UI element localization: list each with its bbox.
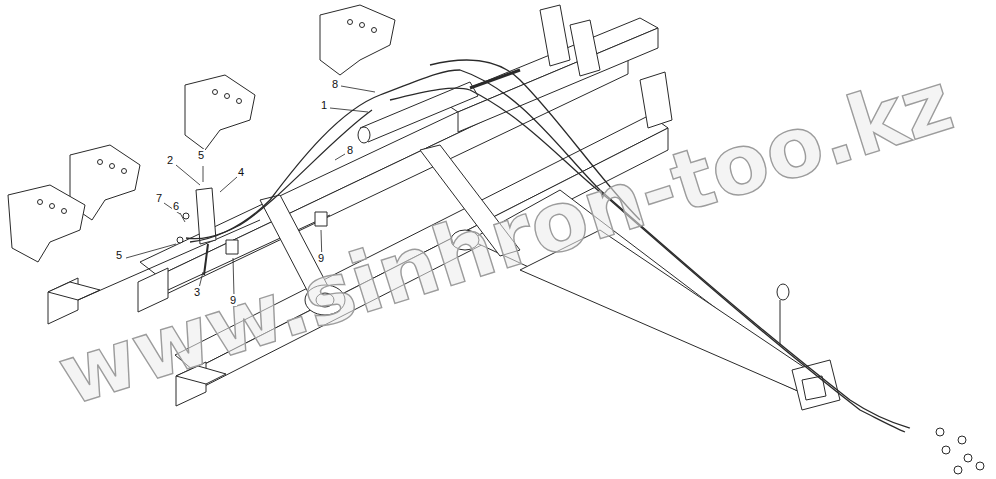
- callout-number: 2: [166, 154, 174, 166]
- callout-number: 8: [331, 78, 339, 90]
- callout-number: 3: [193, 286, 201, 298]
- callout-number: 8: [346, 144, 354, 156]
- callout-number: 7: [155, 192, 163, 204]
- callout-number: 9: [229, 294, 237, 306]
- callout-number: 9: [317, 252, 325, 264]
- callout-number: 6: [172, 200, 180, 212]
- callout-number: 5: [197, 149, 205, 161]
- callout-number: 5: [115, 249, 123, 261]
- callout-number: 1: [320, 99, 328, 111]
- callout-number: 4: [237, 166, 245, 178]
